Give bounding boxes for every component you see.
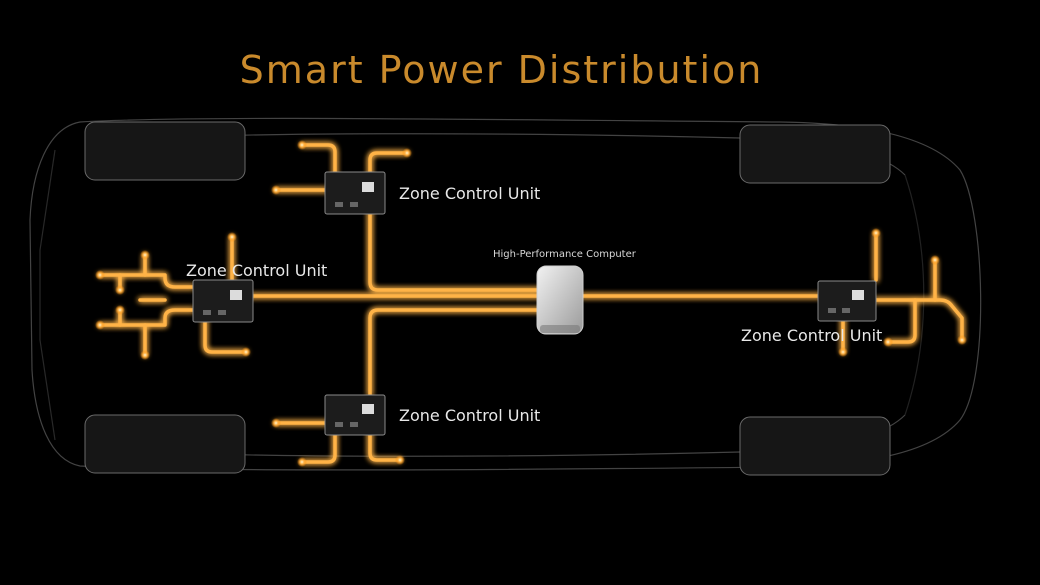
page-title: Smart Power Distribution xyxy=(239,48,764,92)
zcu-box-left xyxy=(192,279,254,323)
wheel-rear-left xyxy=(739,124,891,184)
wheel-front-right xyxy=(84,414,246,474)
hpc-unit xyxy=(536,265,584,335)
zcu-box-bottom xyxy=(324,394,386,436)
zcu-label-bottom: Zone Control Unit xyxy=(399,406,541,425)
zcu-label-right: Zone Control Unit xyxy=(741,326,883,345)
zcu-label-top: Zone Control Unit xyxy=(399,184,541,203)
wheel-front-left xyxy=(84,121,246,181)
zcu-box-right xyxy=(817,280,877,322)
zcu-box-top xyxy=(324,171,386,215)
power-wiring xyxy=(98,143,964,464)
hpc-label: High-Performance Computer xyxy=(493,249,636,260)
connector-points xyxy=(95,140,967,467)
zcu-label-left: Zone Control Unit xyxy=(186,261,328,280)
wheel-rear-right xyxy=(739,416,891,476)
